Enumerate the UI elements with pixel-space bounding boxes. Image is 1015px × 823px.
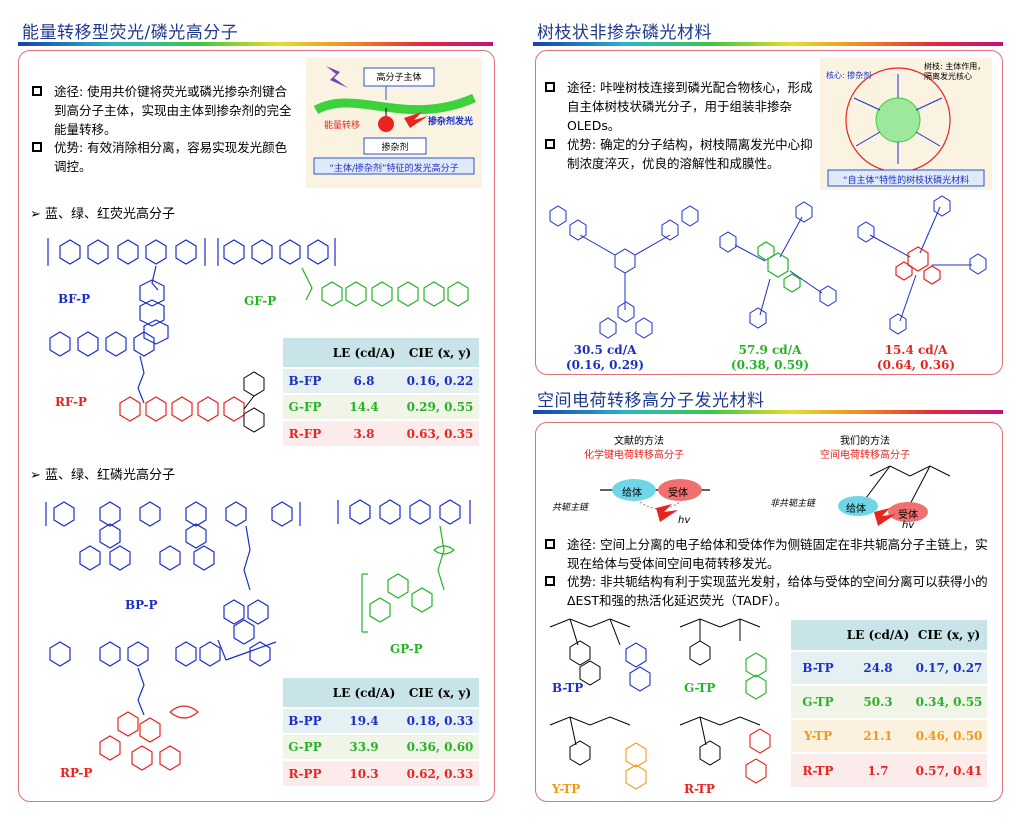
dendrimer-1-performance: 30.5 cd/A(0.16, 0.29) [565, 343, 645, 372]
label-r-tp: R-TP [684, 782, 715, 796]
tp-polymer-structures [549, 618, 771, 790]
schematic-caption: “主体/掺杂剂”特征的发光高分子 [329, 164, 459, 174]
dendrimer-2-performance: 57.9 cd/A(0.38, 0.59) [730, 343, 810, 372]
our-method-label: 我们的方法 [840, 436, 890, 447]
literature-method-sub: 化学键电荷转移高分子 [584, 450, 684, 461]
donor-label-2: 给体 [846, 504, 866, 515]
subtitle-fluorescent: ➢ 蓝、绿、红荧光高分子 [30, 207, 176, 222]
bullet-route: 途径: 咔唑树枝连接到磷光配合物核心，形成自主体树枝状磷光分子，用于组装非掺杂O… [545, 78, 813, 135]
phosphorescent-polymer-structures [45, 499, 471, 771]
col-cie: CIE (x, y) [401, 338, 479, 368]
title-gradient-bar [533, 42, 1003, 46]
core-label: 核心: 掺杂剂 [826, 71, 872, 80]
bullet-route: 途径: 空间上分离的电子给体和受体作为侧链固定在非共轭高分子主链上，实现在给体与… [545, 535, 995, 573]
bullet-advantage: 优势: 确定的分子结构，树枝隔离发光中心抑制浓度淬灭，优良的溶解性和成膜性。 [545, 135, 813, 173]
label-g-tp: G-TP [684, 681, 716, 695]
donor-label: 给体 [622, 488, 642, 499]
literature-method-label: 文献的方法 [614, 436, 664, 447]
label-gp-p: GP-P [390, 642, 423, 656]
bullet-route: 途径: 使用共价键将荧光或磷光掺杂剂键合到高分子主体，实现由主体到掺杂剂的完全能… [32, 82, 294, 139]
schematic-caption: “自主体”特性的树枝状磷光材料 [842, 176, 970, 186]
host-dopant-schematic: 高分子主体 能量转移 掺杂剂发光 掺杂剂 “主体/掺杂剂”特征的发光高分子 [306, 58, 482, 188]
host-label: 高分子主体 [376, 73, 422, 83]
label-gf-p: GF-P [244, 294, 277, 308]
hv-label-2: hv [902, 520, 915, 531]
col-le: LE (cd/A) [327, 338, 401, 368]
section-title-energy-transfer: 能量转移型荧光/磷光高分子 [22, 23, 239, 43]
acceptor-label: 受体 [668, 488, 688, 499]
subtitle-phosphorescent: ➢ 蓝、绿、红磷光高分子 [30, 468, 176, 483]
conjugated-backbone-label: 共轭主链 [552, 503, 589, 513]
dopant-label: 掺杂剂 [381, 143, 409, 153]
title-gradient-bar [18, 42, 493, 46]
title-gradient-bar [533, 410, 1003, 414]
dendrimer-3-performance: 15.4 cd/A(0.64, 0.36) [876, 343, 956, 372]
dendrimer-structures [549, 195, 987, 339]
section-title-space-charge-transfer: 空间电荷转移高分子发光材料 [537, 391, 765, 411]
dopant-emission-label: 掺杂剂发光 [428, 117, 474, 127]
hv-label: hv [678, 515, 691, 526]
bullet-advantage: 优势: 有效消除相分离，容易实现发光颜色调控。 [32, 138, 294, 176]
our-method-sub: 空间电荷转移高分子 [820, 450, 910, 461]
energy-transfer-label: 能量转移 [324, 121, 361, 131]
dendrimer-schematic [827, 67, 985, 187]
nonconjugated-backbone-label: 非共轭主链 [770, 499, 816, 509]
label-y-tp: Y-TP [552, 782, 581, 796]
bullet-advantage: 优势: 非共轭结构有利于实现蓝光发射，给体与受体的空间分离可以获得小的ΔEST和… [545, 572, 995, 610]
fluorescent-polymer-structures [47, 238, 469, 433]
branch-label: 树枝: 主体作用，隔离发光核心 [924, 62, 986, 81]
label-b-tp: B-TP [552, 681, 584, 695]
label-bf-p: BF-P [58, 292, 91, 306]
acceptor-label-2: 受体 [898, 510, 918, 521]
section-title-dendrimer: 树枝状非掺杂磷光材料 [537, 23, 712, 43]
self-host-schematic: 核心: 掺杂剂 树枝: 主体作用，隔离发光核心 “自主体”特性的树枝状磷光材料 [820, 58, 992, 190]
host-dopant-diagram [313, 66, 476, 175]
label-rf-p: RF-P [55, 395, 87, 409]
charge-transfer-schematic [600, 465, 951, 526]
label-bp-p: BP-P [125, 598, 158, 612]
label-rp-p: RP-P [60, 766, 93, 780]
